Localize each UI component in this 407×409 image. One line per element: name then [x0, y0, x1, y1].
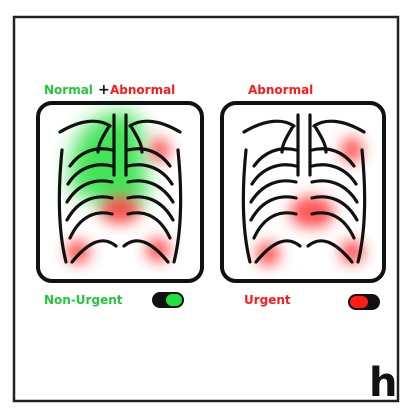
right-status-label: Urgent [244, 293, 291, 307]
right-abnormal-label: Abnormal [248, 83, 313, 97]
left-xray: Normal + Abnormal Non-Urgent [38, 82, 202, 308]
panel-letter: h [369, 360, 397, 406]
left-status-toggle[interactable] [152, 292, 184, 308]
right-xray: Abnormal Urgent [222, 83, 384, 310]
left-plus-label: + [98, 82, 110, 98]
left-normal-label: Normal [44, 83, 93, 97]
left-status-label: Non-Urgent [44, 293, 123, 307]
panel-frame [14, 17, 398, 401]
right-skeleton [243, 115, 364, 262]
left-abnormal-label: Abnormal [110, 83, 175, 97]
right-status-toggle[interactable] [348, 294, 380, 310]
